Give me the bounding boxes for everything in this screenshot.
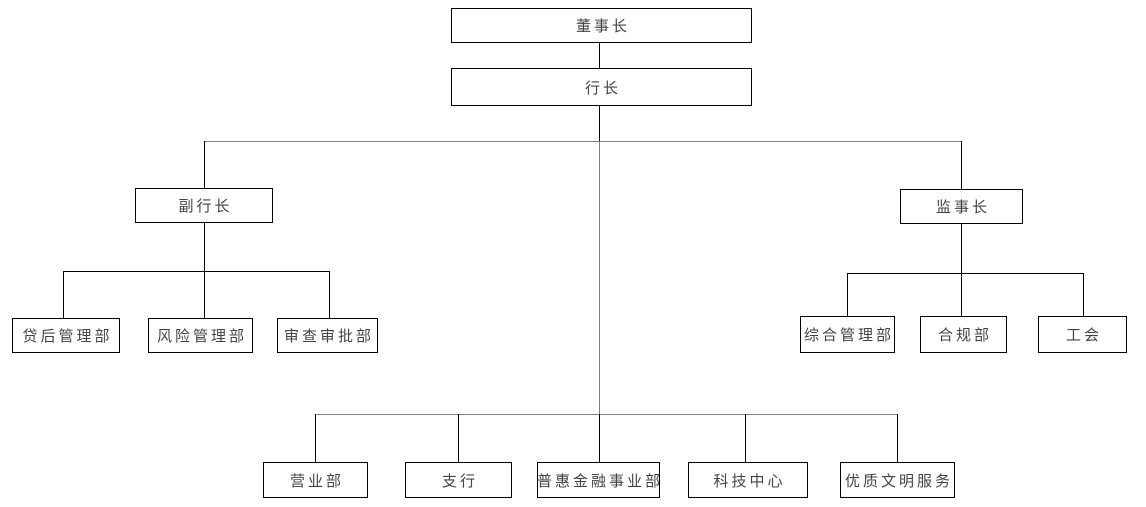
- connector-to-business-dept: [315, 414, 316, 462]
- connector-to-post-loan-mgmt: [63, 271, 64, 318]
- org-node-sub-branch-label: 支行: [441, 473, 478, 490]
- org-node-labor-union-label: 工会: [1065, 328, 1102, 344]
- org-node-business-dept: 营业部: [263, 462, 368, 498]
- org-node-risk-mgmt-label: 风险管理部: [156, 329, 247, 345]
- connector-to-sub-branch: [458, 414, 459, 462]
- org-node-post-loan-mgmt: 贷后管理部: [12, 318, 120, 353]
- connector-to-quality-service: [897, 414, 898, 462]
- connector-vice-president-down: [204, 223, 205, 318]
- org-node-inclusive-finance: 普惠金融事业部: [537, 462, 660, 498]
- org-node-sub-branch: 支行: [405, 462, 512, 498]
- org-node-labor-union: 工会: [1038, 316, 1127, 353]
- connector-to-inclusive-finance: [599, 414, 600, 462]
- org-node-chief-supervisor-label: 监事长: [935, 200, 990, 216]
- connector-vice-children-horizontal: [63, 271, 330, 272]
- org-node-general-mgmt-label: 综合管理部: [804, 328, 895, 344]
- connector-center-trunk: [599, 141, 600, 414]
- org-node-quality-service-label: 优质文明服务: [844, 473, 953, 490]
- org-node-post-loan-mgmt-label: 贷后管理部: [22, 329, 113, 345]
- connector-to-general-mgmt: [847, 273, 848, 316]
- org-node-review-approval: 审查审批部: [277, 318, 378, 353]
- connector-to-review-approval: [329, 271, 330, 318]
- org-node-quality-service: 优质文明服务: [840, 462, 955, 498]
- connector-president-down: [599, 106, 600, 141]
- connector-chairman-to-president: [599, 43, 600, 68]
- connector-chief-supervisor-down: [961, 224, 962, 316]
- org-node-review-approval-label: 审查审批部: [283, 329, 374, 345]
- org-node-president-label: 行长: [584, 80, 621, 97]
- org-node-inclusive-finance-label: 普惠金融事业部: [537, 473, 664, 490]
- connector-to-vice-president: [204, 141, 205, 188]
- org-node-vice-president: 副行长: [135, 188, 273, 223]
- org-node-chairman-label: 董事长: [575, 19, 630, 35]
- org-node-vice-president-label: 副行长: [178, 199, 233, 215]
- connector-level1-horizontal: [204, 141, 962, 142]
- connector-to-chief-supervisor: [961, 141, 962, 189]
- org-node-risk-mgmt: 风险管理部: [148, 318, 253, 353]
- org-node-president: 行长: [451, 68, 752, 106]
- connector-supervisor-children-horizontal: [847, 273, 1083, 274]
- org-node-general-mgmt: 综合管理部: [800, 316, 895, 353]
- connector-level2-horizontal: [315, 414, 898, 415]
- connector-to-labor-union: [1083, 273, 1084, 316]
- connector-to-tech-center: [745, 414, 746, 462]
- org-node-tech-center: 科技中心: [688, 462, 808, 498]
- org-node-compliance: 合规部: [920, 316, 1007, 353]
- org-node-tech-center-label: 科技中心: [713, 473, 786, 490]
- org-node-compliance-label: 合规部: [937, 328, 992, 344]
- org-node-chairman: 董事长: [451, 8, 752, 43]
- org-node-chief-supervisor: 监事长: [900, 189, 1023, 224]
- org-node-business-dept-label: 营业部: [289, 473, 344, 490]
